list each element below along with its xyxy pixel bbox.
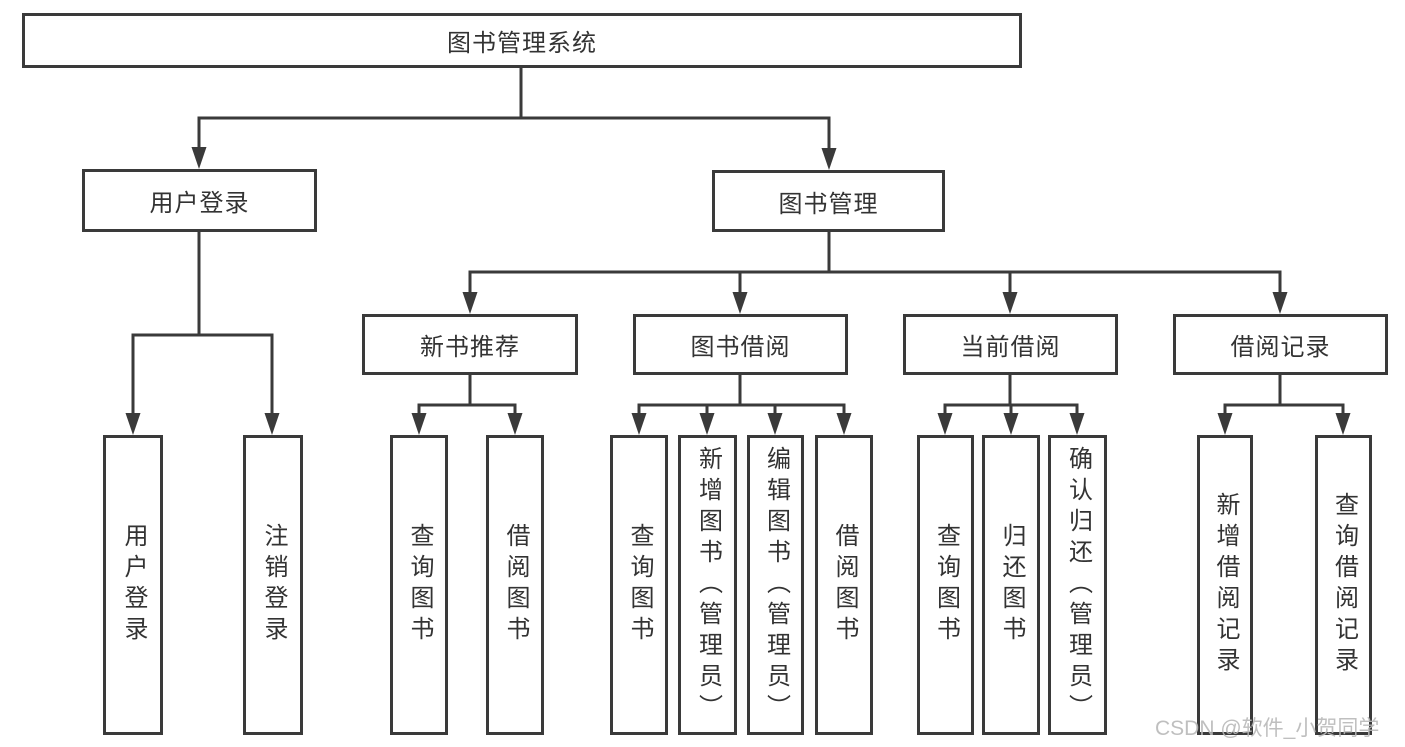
node-book-borrowing: 图书借阅 [633,314,848,375]
node-new-book-recommendation: 新书推荐 [362,314,578,375]
connector-book-mgmt-children [462,232,1288,314]
leaf-query-book-current: 查询图书 [917,435,974,735]
leaf-logout: 注销登录 [243,435,303,735]
csdn-watermark: CSDN @软件_小贺同学 [1155,717,1380,740]
connector-root-children [191,68,837,170]
leaf-borrow-book-new-rec: 借阅图书 [486,435,544,735]
connector-book-borrow-children [631,375,852,435]
connector-user-login-children [125,232,280,435]
leaf-query-borrow-record: 查询借阅记录 [1315,435,1372,735]
leaf-query-book-new-rec: 查询图书 [390,435,448,735]
connector-current-borrow-children [937,375,1085,435]
node-user-login: 用户登录 [82,169,317,232]
leaf-edit-book-admin: 编辑图书（管理员） [747,435,804,735]
node-current-borrowing: 当前借阅 [903,314,1118,375]
leaf-add-book-admin: 新增图书（管理员） [678,435,737,735]
node-borrowing-records: 借阅记录 [1173,314,1388,375]
node-book-management: 图书管理 [712,170,945,232]
node-book-management-system: 图书管理系统 [22,13,1022,68]
leaf-add-borrow-record: 新增借阅记录 [1197,435,1253,735]
leaf-borrow-book-borrowing: 借阅图书 [815,435,873,735]
connector-borrow-record-children [1217,375,1351,435]
leaf-query-book-borrowing: 查询图书 [610,435,668,735]
connector-new-book-children [411,375,523,435]
leaf-confirm-return-admin: 确认归还（管理员） [1048,435,1107,735]
leaf-return-book: 归还图书 [982,435,1040,735]
leaf-user-login: 用户登录 [103,435,163,735]
